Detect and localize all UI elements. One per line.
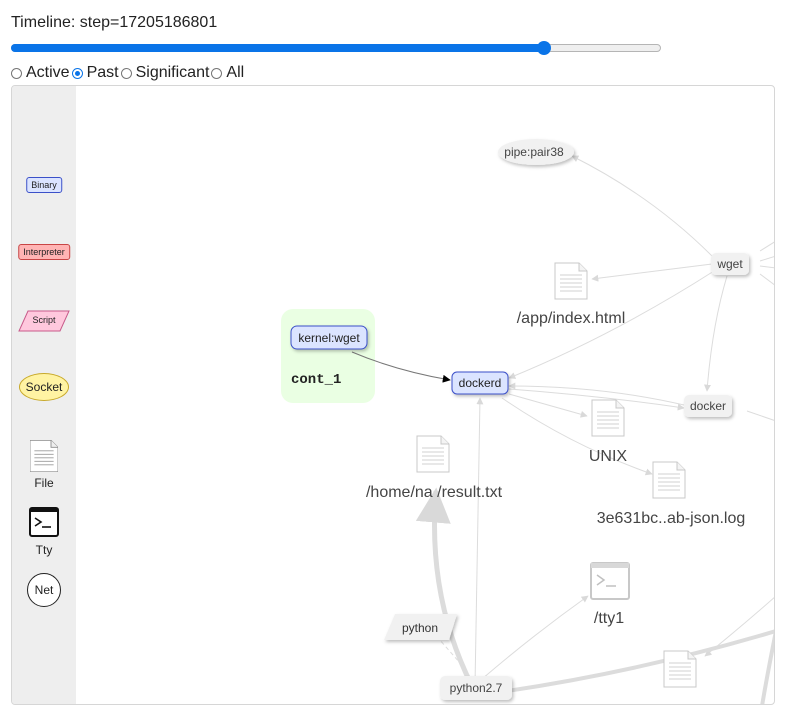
node-json-log[interactable]: 3e631bc..ab-json.log: [597, 461, 746, 527]
legend-net: Net: [27, 573, 61, 607]
edge-python27-dockerd: [474, 397, 484, 687]
slider-fill: [11, 44, 544, 52]
container-label: cont_1: [291, 372, 341, 388]
edge-offscreen-5: [746, 410, 774, 421]
node-unix-label: UNIX: [589, 448, 628, 465]
timeline-slider[interactable]: [11, 41, 661, 55]
node-app-index-label: /app/index.html: [517, 310, 626, 327]
filter-significant[interactable]: Significant: [120, 64, 210, 82]
edge-python27-result: [415, 487, 475, 688]
edge-offscreen-4: [759, 273, 774, 286]
edge-wget-dockerd: [508, 270, 715, 379]
edge-wget-index: [591, 263, 713, 282]
edge-python27-offscreen: [506, 629, 774, 693]
edge-wget-pipe: [571, 155, 713, 257]
filter-active[interactable]: Active: [10, 64, 70, 82]
edge-offscreen-3: [759, 265, 774, 269]
edge-dockerd-unix: [508, 393, 588, 418]
edge-dockerd-docker: [508, 388, 685, 411]
node-wget[interactable]: wget: [711, 253, 749, 275]
node-dockerd[interactable]: dockerd: [451, 371, 509, 395]
filter-past[interactable]: Past: [71, 64, 119, 82]
graph-edges: [431, 155, 774, 687]
edge-kernelwget-dockerd: [351, 351, 451, 383]
node-tty1[interactable]: /tty1: [590, 562, 630, 627]
file-icon: [663, 650, 697, 688]
legend-script: Script: [18, 310, 70, 332]
node-json-log-label: 3e631bc..ab-json.log: [597, 510, 746, 527]
file-icon: [554, 262, 588, 300]
edge-dockerd-log: [501, 397, 653, 476]
legend-script-label: Script: [32, 315, 56, 325]
timeline-label: Timeline: step=17205186801: [11, 14, 218, 31]
node-app-index[interactable]: /app/index.html: [517, 262, 626, 327]
tty-icon: [590, 562, 630, 600]
filter-significant-label: Significant: [135, 64, 210, 81]
legend-file-label: File: [34, 476, 54, 490]
graph-canvas[interactable]: pipe:pair38 wget /app/index.html kernel:…: [11, 85, 775, 705]
node-pipe-label: pipe:pair38: [504, 145, 564, 159]
filter-significant-radio[interactable]: [120, 67, 132, 79]
terminal-icon: [29, 507, 59, 537]
node-wget-label: wget: [716, 257, 743, 271]
filter-active-label: Active: [26, 64, 70, 81]
edge-wget-docker: [703, 275, 728, 392]
slider-thumb[interactable]: [537, 41, 551, 55]
node-python[interactable]: python: [384, 614, 457, 640]
edge-offscreen-1: [759, 241, 774, 252]
file-icon: [652, 461, 686, 499]
filter-radio-group: Active Past Significant All: [10, 64, 245, 82]
filter-past-radio[interactable]: [71, 67, 83, 79]
node-python27-label: python2.7: [450, 681, 503, 695]
node-docker-label: docker: [690, 399, 726, 413]
node-partial-file[interactable]: [663, 650, 697, 688]
edge-offscreen-bottom: [760, 630, 774, 704]
node-home-result[interactable]: /home/na /result.txt: [366, 435, 503, 501]
file-icon: [30, 440, 58, 472]
provenance-graph[interactable]: pipe:pair38 wget /app/index.html kernel:…: [12, 86, 775, 705]
node-python-label: python: [402, 621, 438, 635]
filter-all-radio[interactable]: [211, 67, 223, 79]
file-icon: [416, 435, 450, 473]
node-kernel-wget[interactable]: kernel:wget: [290, 325, 368, 350]
legend-interpreter: Interpreter: [18, 244, 70, 260]
node-dockerd-label: dockerd: [459, 376, 502, 390]
node-tty1-label: /tty1: [594, 610, 624, 627]
node-docker[interactable]: docker: [684, 395, 732, 417]
script-shape-icon: [18, 310, 70, 332]
filter-past-label: Past: [86, 64, 119, 81]
filter-all-label: All: [226, 64, 245, 81]
file-icon: [591, 399, 625, 437]
edge-offscreen-2: [759, 256, 774, 262]
legend-file: File: [30, 440, 58, 490]
legend-socket: Socket: [19, 373, 69, 401]
edge-docker-dockerd: [508, 382, 685, 406]
filter-all[interactable]: All: [210, 64, 244, 82]
legend-binary: Binary: [26, 177, 62, 193]
node-unix[interactable]: UNIX: [589, 399, 628, 465]
node-python27[interactable]: python2.7: [440, 676, 512, 700]
node-kernel-wget-label: kernel:wget: [298, 331, 360, 345]
legend-tty: Tty: [29, 507, 59, 557]
node-type-legend: Binary Interpreter Script Socket File Tt…: [12, 86, 76, 704]
edge-python27-tty1: [481, 595, 589, 680]
legend-tty-label: Tty: [35, 543, 53, 557]
node-pipe[interactable]: pipe:pair38: [498, 139, 574, 165]
filter-active-radio[interactable]: [11, 67, 22, 79]
node-home-result-label: /home/na /result.txt: [366, 484, 503, 501]
